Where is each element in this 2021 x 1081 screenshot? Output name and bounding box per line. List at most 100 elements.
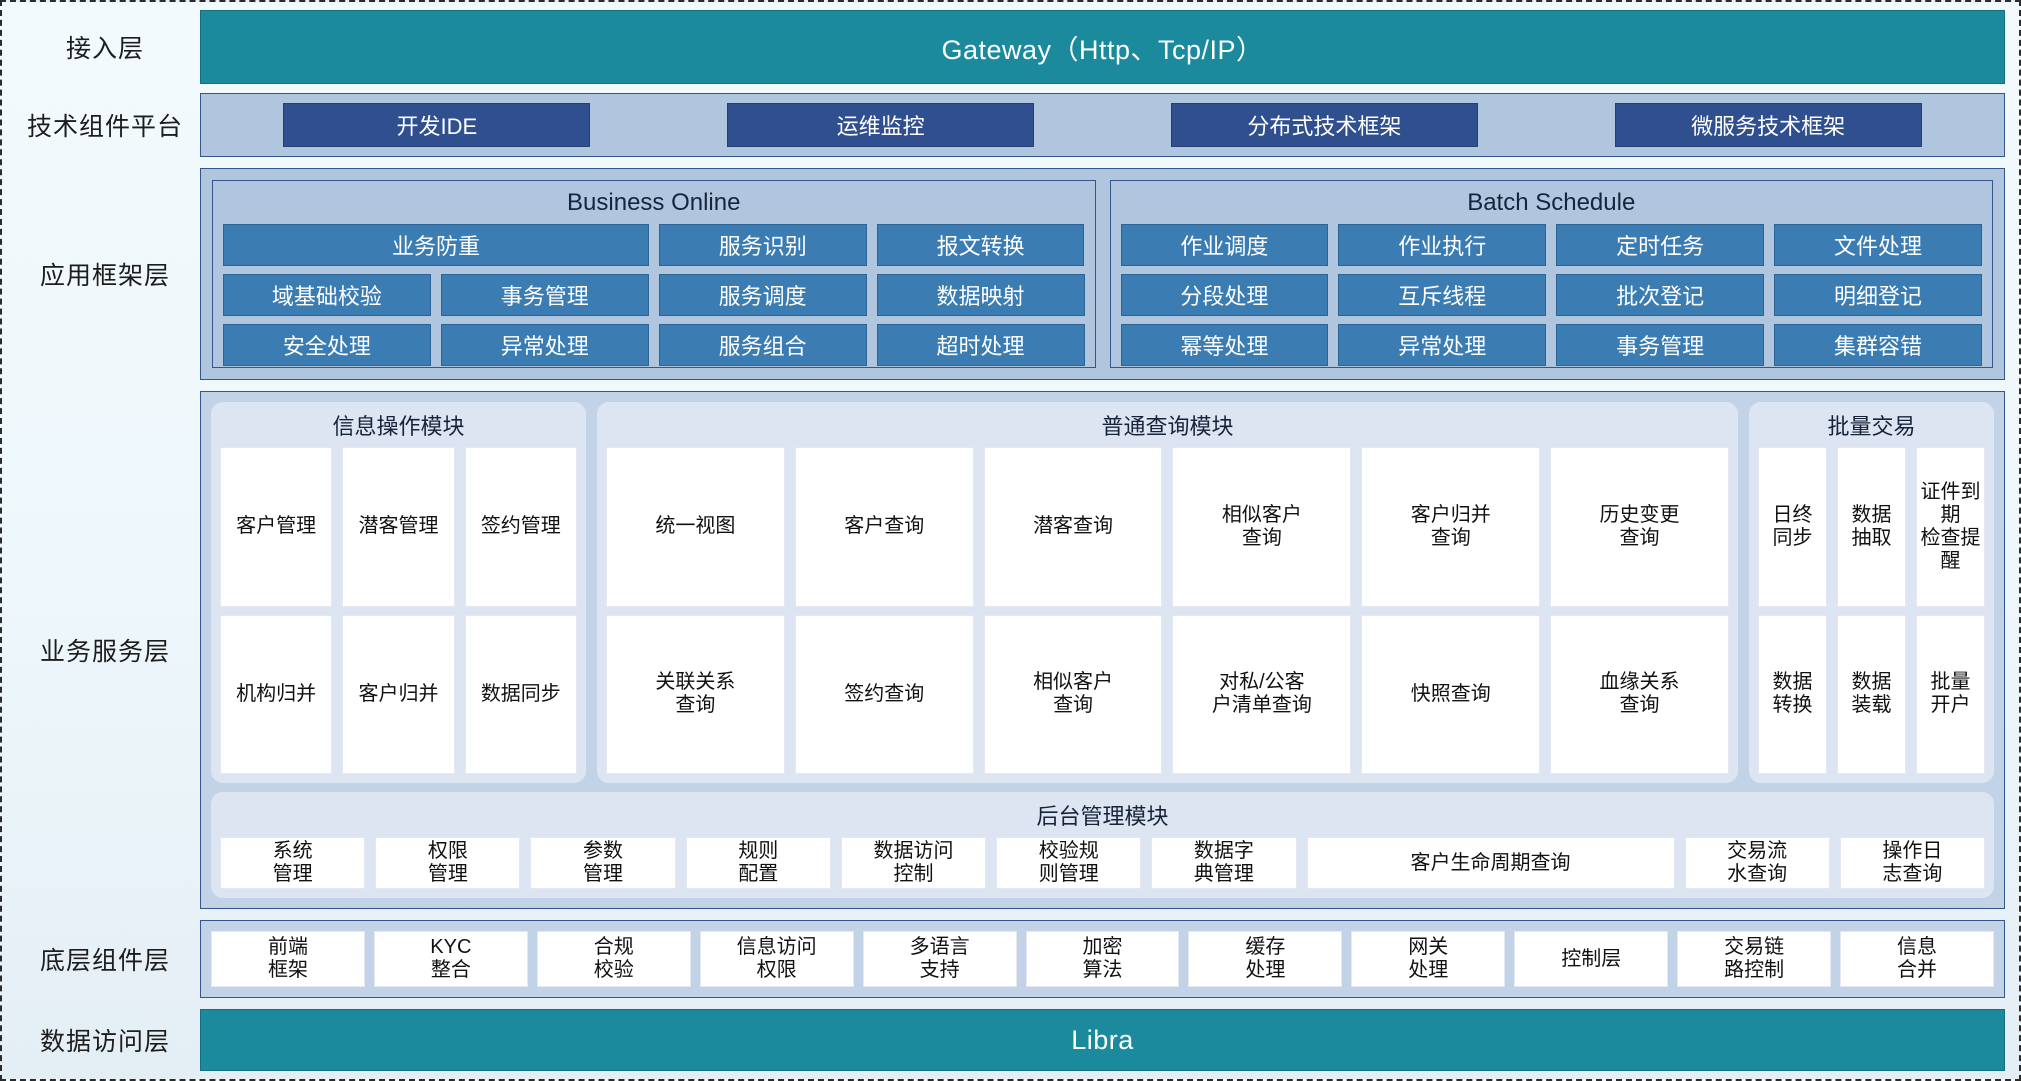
business-online-tile[interactable]: 服务识别 — [658, 224, 867, 266]
card-info-module: 信息操作模块 客户管理潜客管理签约管理机构归并客户归并数据同步 — [211, 402, 586, 783]
query-module-tile[interactable]: 快照查询 — [1361, 614, 1541, 774]
layer-row-app-framework: 应用框架层 Business Online 业务防重服务识别报文转换域基础校验事… — [10, 168, 2005, 380]
tile-row: 作业调度作业执行定时任务文件处理 — [1120, 224, 1982, 266]
admin-module-tile[interactable]: 规则配置 — [685, 837, 831, 889]
query-module-tile[interactable]: 相似客户查询 — [983, 614, 1163, 774]
batch-module-tile[interactable]: 证件到期检查提醒 — [1916, 447, 1985, 607]
batch-module-tile[interactable]: 数据装载 — [1837, 614, 1906, 774]
admin-module-tile[interactable]: 操作日志查询 — [1839, 837, 1985, 889]
tile-row: 幂等处理异常处理事务管理集群容错 — [1120, 324, 1982, 366]
libra-bar[interactable]: Libra — [200, 1009, 2005, 1071]
admin-module-tile[interactable]: 校验规则管理 — [996, 837, 1142, 889]
card-title-batch-module: 批量交易 — [1827, 414, 1916, 439]
admin-module-tile[interactable]: 权限管理 — [375, 837, 521, 889]
business-online-tile[interactable]: 报文转换 — [876, 224, 1085, 266]
layer-label-business-service: 业务服务层 — [39, 638, 170, 666]
admin-module-tile[interactable]: 交易流水查询 — [1684, 837, 1830, 889]
layer-label-base-component: 底层组件层 — [39, 947, 170, 975]
app-framework-band: Business Online 业务防重服务识别报文转换域基础校验事务管理服务调… — [200, 168, 2005, 380]
batch-schedule-tile[interactable]: 分段处理 — [1120, 274, 1329, 316]
query-module-tile[interactable]: 客户查询 — [794, 447, 974, 607]
batch-schedule-tile[interactable]: 幂等处理 — [1120, 324, 1329, 366]
batch-schedule-tile[interactable]: 文件处理 — [1774, 224, 1982, 266]
business-online-tile[interactable]: 异常处理 — [440, 324, 649, 366]
business-service-band: 信息操作模块 客户管理潜客管理签约管理机构归并客户归并数据同步 普通查询模块 统… — [200, 391, 2005, 909]
gateway-bar[interactable]: Gateway（Http、Tcp/IP） — [200, 10, 2005, 84]
layer-label-access: 接入层 — [65, 35, 144, 63]
query-module-tile[interactable]: 关联关系查询 — [606, 614, 785, 774]
query-module-tile[interactable]: 潜客查询 — [983, 447, 1163, 607]
base-component-tile[interactable]: 信息合并 — [1840, 931, 1994, 987]
base-component-tile[interactable]: 信息访问权限 — [699, 931, 854, 987]
query-module-tile[interactable]: 血缘关系查询 — [1550, 614, 1729, 774]
admin-module-tile[interactable]: 参数管理 — [530, 837, 676, 889]
base-component-tile[interactable]: 多语言支持 — [862, 931, 1017, 987]
business-online-tile[interactable]: 服务组合 — [658, 324, 867, 366]
business-online-tile[interactable]: 业务防重 — [223, 224, 649, 266]
batch-schedule-tile[interactable]: 互斥线程 — [1338, 274, 1547, 316]
group-batch-schedule: Batch Schedule 作业调度作业执行定时任务文件处理分段处理互斥线程批… — [1109, 180, 1993, 368]
tile-row: 业务防重服务识别报文转换 — [223, 224, 1085, 266]
tech-tile[interactable]: 微服务技术框架 — [1614, 103, 1922, 147]
card-title-admin-module: 后台管理模块 — [1036, 804, 1169, 829]
business-online-tile[interactable]: 数据映射 — [876, 274, 1085, 316]
batch-module-tile[interactable]: 日终同步 — [1758, 447, 1827, 607]
base-component-tile[interactable]: 控制层 — [1514, 931, 1669, 987]
batch-schedule-tile[interactable]: 明细登记 — [1774, 274, 1982, 316]
business-online-tile[interactable]: 域基础校验 — [223, 274, 431, 316]
tech-tile[interactable]: 运维监控 — [727, 103, 1035, 147]
info-module-tile[interactable]: 机构归并 — [220, 614, 333, 774]
tech-tile[interactable]: 开发IDE — [283, 103, 591, 147]
layer-row-business-service: 业务服务层 信息操作模块 客户管理潜客管理签约管理机构归并客户归并数据同步 普通… — [10, 391, 2005, 909]
card-admin-module: 后台管理模块 系统管理权限管理参数管理规则配置数据访问控制校验规则管理数据字典管… — [211, 792, 1994, 898]
info-module-tile[interactable]: 潜客管理 — [342, 447, 455, 607]
admin-module-tile[interactable]: 数据字典管理 — [1151, 837, 1297, 889]
tile-row: 统一视图客户查询潜客查询相似客户查询客户归并查询历史变更查询 — [606, 447, 1729, 607]
info-module-tile[interactable]: 客户归并 — [342, 614, 455, 774]
base-component-tile[interactable]: 缓存处理 — [1188, 931, 1343, 987]
query-module-tile[interactable]: 对私/公客户清单查询 — [1172, 614, 1352, 774]
batch-schedule-tile[interactable]: 异常处理 — [1338, 324, 1547, 366]
query-module-tile[interactable]: 相似客户查询 — [1172, 447, 1352, 607]
query-module-tile[interactable]: 历史变更查询 — [1550, 447, 1729, 607]
info-module-tile[interactable]: 签约管理 — [464, 447, 577, 607]
admin-module-tile[interactable]: 客户生命周期查询 — [1306, 837, 1675, 889]
group-title-batch-schedule: Batch Schedule — [1467, 189, 1636, 216]
admin-module-tile[interactable]: 系统管理 — [220, 837, 366, 889]
tile-row: 数据转换数据装载批量开户 — [1758, 614, 1985, 774]
tile-row: 域基础校验事务管理服务调度数据映射 — [223, 274, 1085, 316]
admin-module-tile[interactable]: 数据访问控制 — [840, 837, 987, 889]
layer-label-tech-platform: 技术组件平台 — [26, 113, 183, 141]
batch-schedule-tile[interactable]: 集群容错 — [1774, 324, 1982, 366]
base-component-tile[interactable]: 交易链路控制 — [1677, 931, 1832, 987]
business-online-tile[interactable]: 服务调度 — [658, 274, 867, 316]
query-module-tile[interactable]: 签约查询 — [794, 614, 974, 774]
business-online-tile[interactable]: 安全处理 — [223, 324, 431, 366]
batch-schedule-tile[interactable]: 定时任务 — [1556, 224, 1765, 266]
batch-module-tile[interactable]: 数据转换 — [1758, 614, 1827, 774]
batch-schedule-tile[interactable]: 作业执行 — [1338, 224, 1547, 266]
query-module-tile[interactable]: 统一视图 — [606, 447, 785, 607]
base-component-tile[interactable]: 网关处理 — [1351, 931, 1506, 987]
base-component-tile[interactable]: 加密算法 — [1025, 931, 1180, 987]
batch-module-tile[interactable]: 批量开户 — [1916, 614, 1985, 774]
info-module-tile[interactable]: 客户管理 — [220, 447, 333, 607]
business-online-tile[interactable]: 事务管理 — [440, 274, 649, 316]
tile-row: 安全处理异常处理服务组合超时处理 — [223, 324, 1085, 366]
tech-tile[interactable]: 分布式技术框架 — [1170, 103, 1478, 147]
base-component-tile[interactable]: 前端框架 — [211, 931, 365, 987]
tile-row: 客户管理潜客管理签约管理 — [220, 447, 577, 607]
batch-schedule-tile[interactable]: 批次登记 — [1556, 274, 1765, 316]
batch-schedule-tile[interactable]: 作业调度 — [1120, 224, 1329, 266]
batch-module-tile[interactable]: 数据抽取 — [1837, 447, 1906, 607]
batch-schedule-tile[interactable]: 事务管理 — [1556, 324, 1765, 366]
query-module-tile[interactable]: 客户归并查询 — [1361, 447, 1541, 607]
info-module-tile[interactable]: 数据同步 — [464, 614, 577, 774]
layer-row-data-access: 数据访问层 Libra — [10, 1009, 2005, 1071]
business-online-tile[interactable]: 超时处理 — [876, 324, 1085, 366]
tile-row: 机构归并客户归并数据同步 — [220, 614, 577, 774]
base-component-tile[interactable]: 合规校验 — [536, 931, 691, 987]
layer-row-access: 接入层 Gateway（Http、Tcp/IP） — [10, 10, 2005, 84]
